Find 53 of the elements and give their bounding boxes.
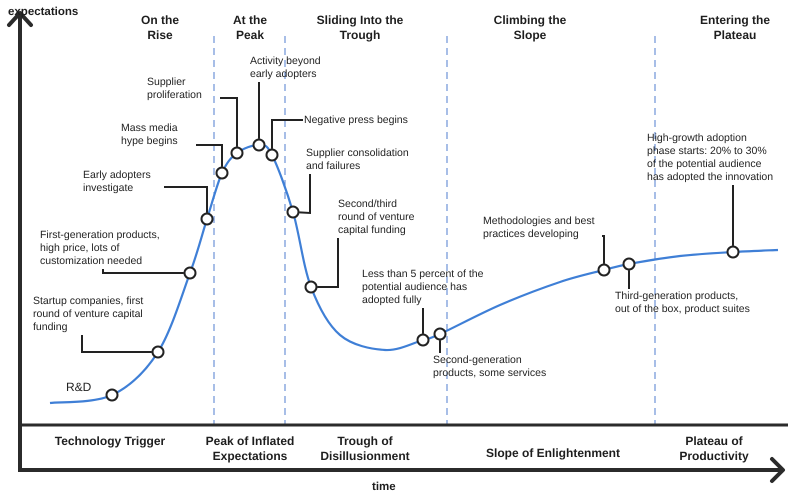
- leader-line: [258, 82, 260, 138]
- annotation-text: Supplier consolidation and failures: [306, 147, 426, 173]
- annotation-text: Negative press begins: [304, 114, 429, 127]
- curve-point: [286, 206, 300, 218]
- leader-line: [732, 185, 734, 246]
- point-label: R&D: [66, 380, 92, 394]
- phase-name: Plateau of Productivity: [678, 434, 750, 464]
- phase-heading: Entering the Plateau: [698, 13, 771, 43]
- annotation-text: Supplier proliferation: [147, 76, 219, 102]
- annotation-text: First-generation products, high price, lots of customization needed: [40, 229, 178, 268]
- curve-point: [304, 280, 318, 294]
- curve-point: [726, 246, 740, 258]
- curve-point: [252, 138, 266, 152]
- phase-heading: On the Rise: [140, 13, 180, 43]
- leader-line: [196, 144, 223, 166]
- curve-point: [266, 148, 278, 162]
- leader-line: [164, 186, 208, 212]
- leader-line: [81, 335, 152, 353]
- leader-line: [439, 340, 441, 353]
- leader-line: [602, 235, 605, 264]
- annotation-text: Methodologies and best practices developing: [483, 215, 601, 241]
- annotation-text: Startup companies, first round of venture capital funding: [33, 295, 168, 334]
- annotation-text: Third-generation products, out of the box, product suites: [615, 290, 750, 316]
- annotation-text: Second-generation products, some services: [433, 354, 555, 380]
- curve-point: [216, 166, 228, 180]
- curve-point: [200, 212, 214, 226]
- curve-point: [230, 146, 244, 160]
- curve-point: [106, 388, 118, 402]
- annotation-text: Second/third round of venture capital funding: [338, 198, 422, 237]
- leader-line: [299, 174, 311, 214]
- phase-name: Trough of Disillusionment: [319, 434, 411, 464]
- curve-point: [598, 264, 610, 276]
- phase-name: Technology Trigger: [54, 434, 166, 449]
- curve-point: [434, 328, 446, 340]
- leader-line: [318, 238, 339, 288]
- curve-point: [152, 346, 164, 358]
- leader-line: [628, 270, 630, 289]
- axis-title: time: [372, 481, 396, 493]
- phase-name: Slope of Enlightenment: [485, 446, 621, 461]
- curve-point: [184, 266, 196, 280]
- annotation-text: Early adopters investigate: [83, 169, 163, 195]
- curve-point: [622, 258, 636, 270]
- leader-line: [271, 119, 303, 148]
- phase-heading: At the Peak: [232, 13, 268, 43]
- leader-line: [102, 269, 184, 274]
- annotation-text: High-growth adoption phase starts: 20% to 30% of the potential audience has adopted the innovation: [647, 132, 777, 184]
- phase-name: Peak of Inflated Expectations: [204, 434, 296, 464]
- annotation-text: Mass media hype begins: [121, 122, 195, 148]
- phase-heading: Sliding Into the Trough: [316, 13, 404, 43]
- curve-point: [416, 334, 430, 346]
- annotation-text: Less than 5 percent of the potential audience has adopted fully: [362, 268, 484, 307]
- leader-line: [422, 308, 424, 334]
- phase-heading: Climbing the Slope: [492, 13, 568, 43]
